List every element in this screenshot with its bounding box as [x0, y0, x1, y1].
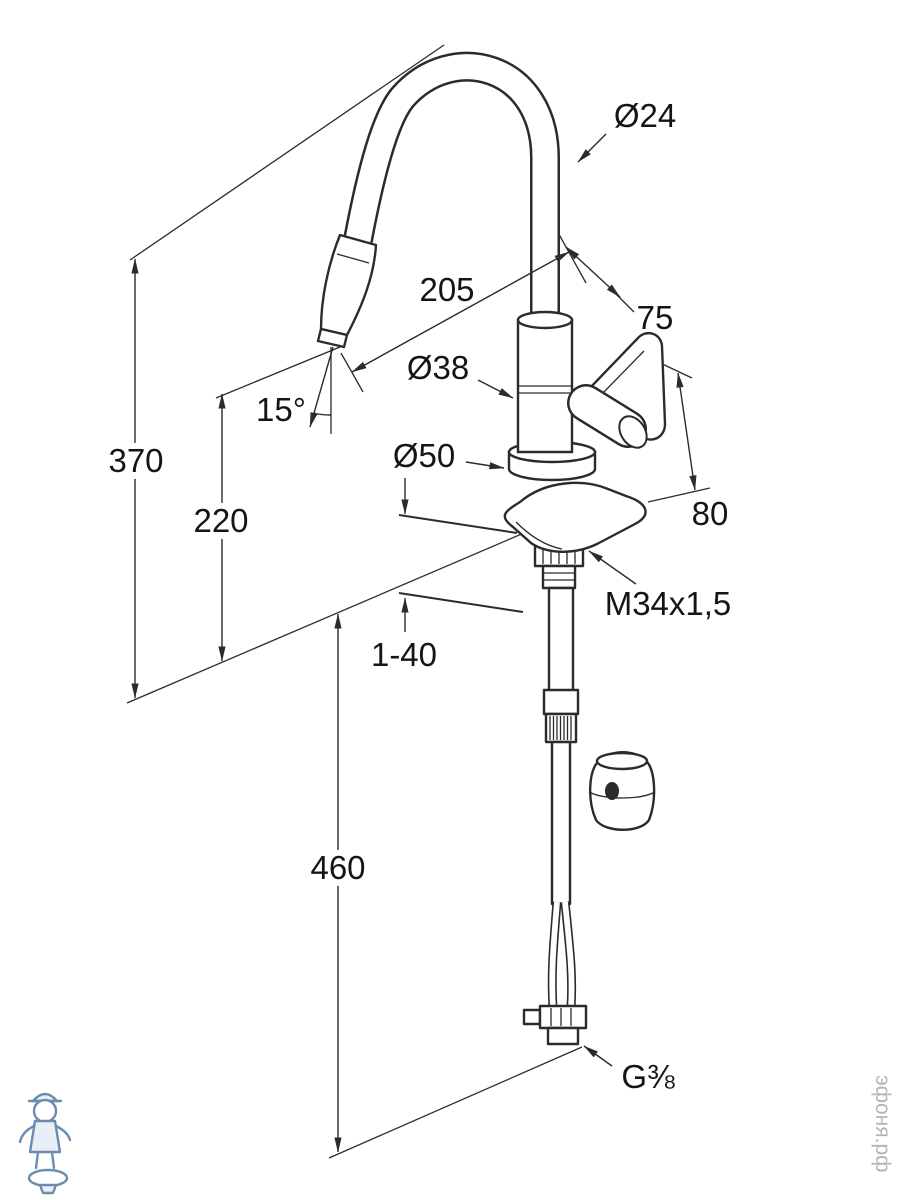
- escutcheon-plate: [503, 481, 647, 553]
- leader-lines: [465, 133, 637, 1067]
- leader-g38: [583, 1045, 613, 1067]
- dim-label-below-deck-460: 460: [305, 849, 371, 887]
- toilet-base-icon: [38, 1183, 58, 1195]
- ext-line-205-left: [340, 352, 364, 393]
- hose-end-fitting: [522, 1004, 588, 1046]
- leader-dia24: [577, 133, 607, 163]
- dim-label-spout-reach: 205: [419, 270, 475, 308]
- dim-label-depth-80: 80: [691, 494, 729, 532]
- hose-weight: [588, 751, 656, 831]
- counter-bottom-line: [398, 592, 524, 613]
- ext-line-mounting-plane: [126, 520, 553, 704]
- water-stream: [309, 346, 334, 434]
- weight-hole: [605, 782, 619, 800]
- faucet-spout: [343, 51, 560, 344]
- dim-label-height-220: 220: [188, 502, 254, 540]
- spray-head: [316, 233, 378, 349]
- aerator-tip: [316, 327, 349, 349]
- tail-pipe: [542, 586, 580, 906]
- leader-m34: [588, 550, 637, 585]
- dim-line-75: [565, 246, 621, 298]
- dim-line-205: [351, 251, 570, 373]
- plumber-body-icon: [28, 1119, 62, 1154]
- dim-label-handle-offset: 75: [636, 298, 674, 336]
- counter-section-lines: [398, 514, 524, 613]
- dim-label-height-370: 370: [103, 442, 169, 480]
- dim-label-connection-thread: G⅜: [621, 1057, 675, 1095]
- dim-label-spray-angle: 15°: [256, 390, 306, 428]
- leader-dia50: [465, 461, 505, 470]
- angle-arc-15deg: [312, 412, 332, 416]
- ext-line-80-bottom: [647, 487, 711, 503]
- leader-dia38: [477, 379, 514, 399]
- watermark-site-text: эфоня.рф: [871, 1075, 894, 1172]
- watermark-logo: [18, 1092, 72, 1195]
- dim-line-80: [676, 372, 697, 491]
- dim-label-spout-diameter: Ø24: [613, 96, 677, 134]
- ext-line-hose-end: [328, 1046, 583, 1159]
- housing-cap: [618, 415, 648, 449]
- ext-line-spout-top: [129, 44, 445, 261]
- dim-label-base-diameter: Ø50: [392, 436, 456, 474]
- faucet-body: [516, 310, 574, 454]
- dim-label-body-diameter: Ø38: [406, 348, 470, 386]
- dim-label-mounting-thread: M34x1,5: [604, 584, 732, 622]
- lever-handle: [567, 331, 667, 449]
- counter-top-line: [398, 514, 518, 534]
- supply-hoses: [547, 901, 577, 1009]
- dim-label-deck-thickness: 1-40: [370, 635, 438, 673]
- toilet-bowl-icon: [27, 1168, 69, 1188]
- ext-line-outlet: [215, 346, 341, 399]
- plumber-head-icon: [32, 1098, 58, 1124]
